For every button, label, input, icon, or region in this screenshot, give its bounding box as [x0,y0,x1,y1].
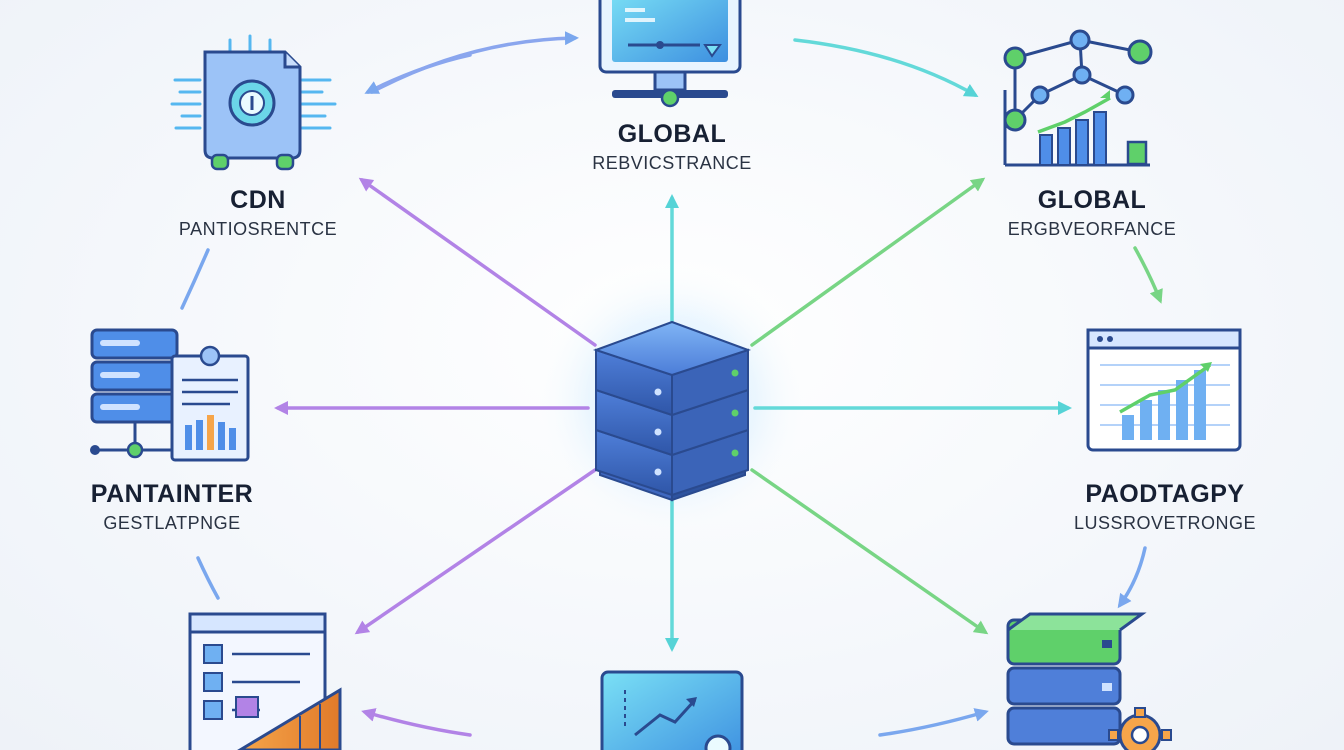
arrow-center-lower-left [354,468,597,635]
node-title-global-top: GLOBAL [617,120,727,148]
arrow-right-mid-to-bottom [1117,546,1147,609]
database-server-icon [592,320,752,502]
node-label-global-top: GLOBAL REBVICSTRANCE [592,120,752,174]
arrow-top-to-right [793,38,979,97]
node-subtitle-cdn: PANTIOSRENTCE [178,219,338,239]
arrow-left-bottom-link [196,556,220,600]
node-title-global-right: GLOBAL [1037,186,1147,214]
arrow-center-lower-right [750,468,989,635]
server-gear-icon [1006,612,1172,750]
arrow-bottom-left [361,708,472,737]
monitor-dashboard-icon [598,0,742,108]
trend-screen-icon [600,670,744,750]
node-subtitle-left-mid: GESTLATPNGE [103,513,241,533]
arrow-bottom-right [878,708,989,737]
cdn-chip-icon [170,34,337,171]
node-subtitle-global-right: ERGBVEORFANCE [1007,219,1177,239]
node-label-cdn: CDN PANTIOSRENTCE [179,186,337,240]
arrow-center-upper-left [358,177,597,347]
checklist-chart-icon [188,612,342,750]
node-title-right-mid: PAODTAGPY [1085,480,1245,508]
node-label-right-mid: PAODTAGPY LUSSROVETRONGE [1074,480,1256,534]
analytics-window-icon [1086,328,1242,452]
node-subtitle-right-mid: LUSSROVETRONGE [1073,513,1257,533]
arrow-left-top-link [180,248,210,310]
arrow-center-upper-right [750,177,986,347]
node-label-left-mid: PANTAINTER GESTLATPNGE [91,480,253,534]
node-title-left-mid: PANTAINTER [90,480,254,508]
node-title-cdn: CDN [230,186,286,214]
server-document-icon [90,328,250,462]
node-subtitle-global-top: REBVICSTRANCE [592,153,752,173]
node-label-global-right: GLOBAL ERGBVEORFANCE [1008,186,1177,240]
connectors [180,31,1163,737]
network-graph-chart-icon [1003,29,1153,167]
arrow-right-top-to-mid [1133,246,1163,304]
arrow-cdn-to-top [370,31,579,94]
arrow-top-to-cdn [364,53,472,94]
